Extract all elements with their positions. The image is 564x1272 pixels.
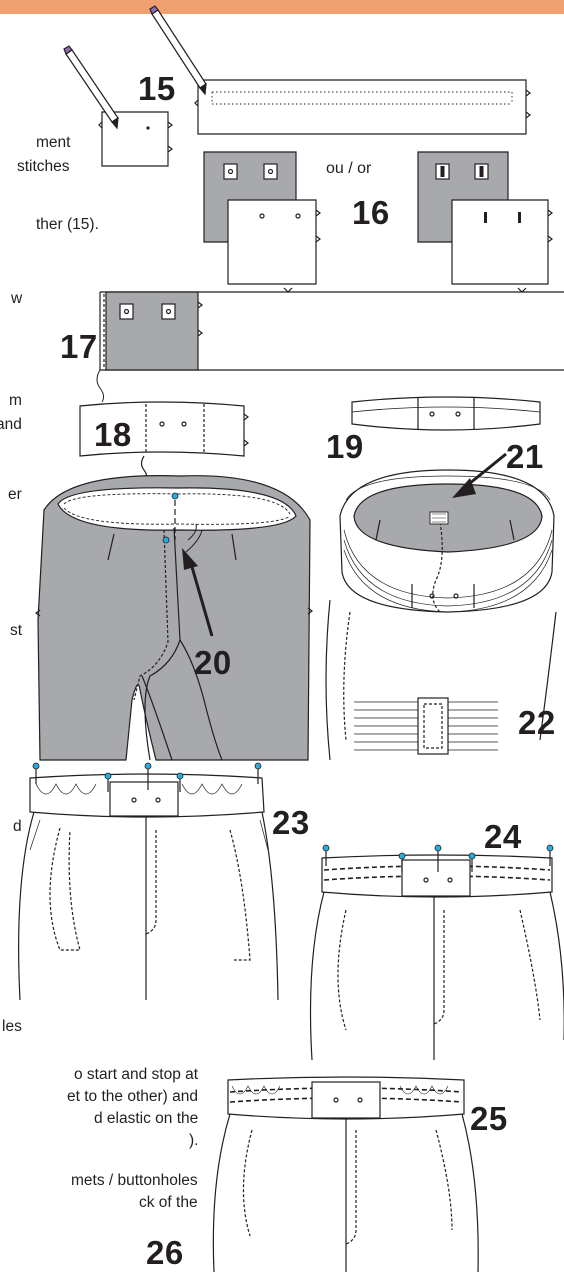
or-connector: ou / or	[326, 160, 372, 177]
step22-illustration	[354, 697, 498, 755]
header-bar	[0, 0, 564, 14]
text-fragment: d elastic on the	[94, 1110, 199, 1127]
pencil-icon	[149, 5, 207, 96]
step-number-24: 24	[484, 818, 522, 855]
step23-illustration	[18, 762, 279, 1001]
step-number-25: 25	[470, 1100, 508, 1137]
pencil-icon	[63, 45, 119, 130]
step19-illustration	[351, 396, 541, 431]
text-fragment: st	[10, 622, 23, 639]
text-fragment: ther (15).	[36, 216, 99, 233]
step-number-22: 22	[518, 704, 556, 741]
step21-illustration	[325, 452, 557, 761]
step-number-15: 15	[138, 70, 176, 107]
text-fragment: and	[0, 416, 22, 433]
step15-illustration	[63, 5, 531, 167]
text-fragment: et to the other) and	[67, 1088, 198, 1105]
step-number-26: 26	[146, 1234, 184, 1271]
text-fragment: w	[11, 290, 23, 307]
text-fragment: ck of the	[139, 1194, 198, 1211]
text-fragment: mets / buttonholes	[71, 1172, 198, 1189]
step-number-17: 17	[60, 328, 98, 365]
step-number-18: 18	[94, 416, 132, 453]
step25-illustration	[212, 1076, 479, 1272]
step-number-20: 20	[194, 644, 232, 681]
text-fragment: o start and stop at	[74, 1066, 199, 1083]
step17-illustration	[96, 287, 564, 403]
step-number-19: 19	[326, 428, 364, 465]
text-fragment: stitches	[17, 158, 70, 175]
step-number-23: 23	[272, 804, 310, 841]
step24-illustration	[309, 844, 564, 1061]
step-number-21: 21	[506, 438, 544, 475]
step-number-16: 16	[352, 194, 390, 231]
text-fragment: ment	[36, 134, 71, 151]
step16-illustration	[203, 151, 553, 285]
step20-illustration	[35, 475, 313, 761]
text-fragment: ).	[189, 1132, 199, 1149]
text-fragment: les	[2, 1018, 22, 1035]
text-fragment: d	[13, 818, 22, 835]
text-fragment: m	[9, 392, 22, 409]
text-fragment: er	[8, 486, 22, 503]
